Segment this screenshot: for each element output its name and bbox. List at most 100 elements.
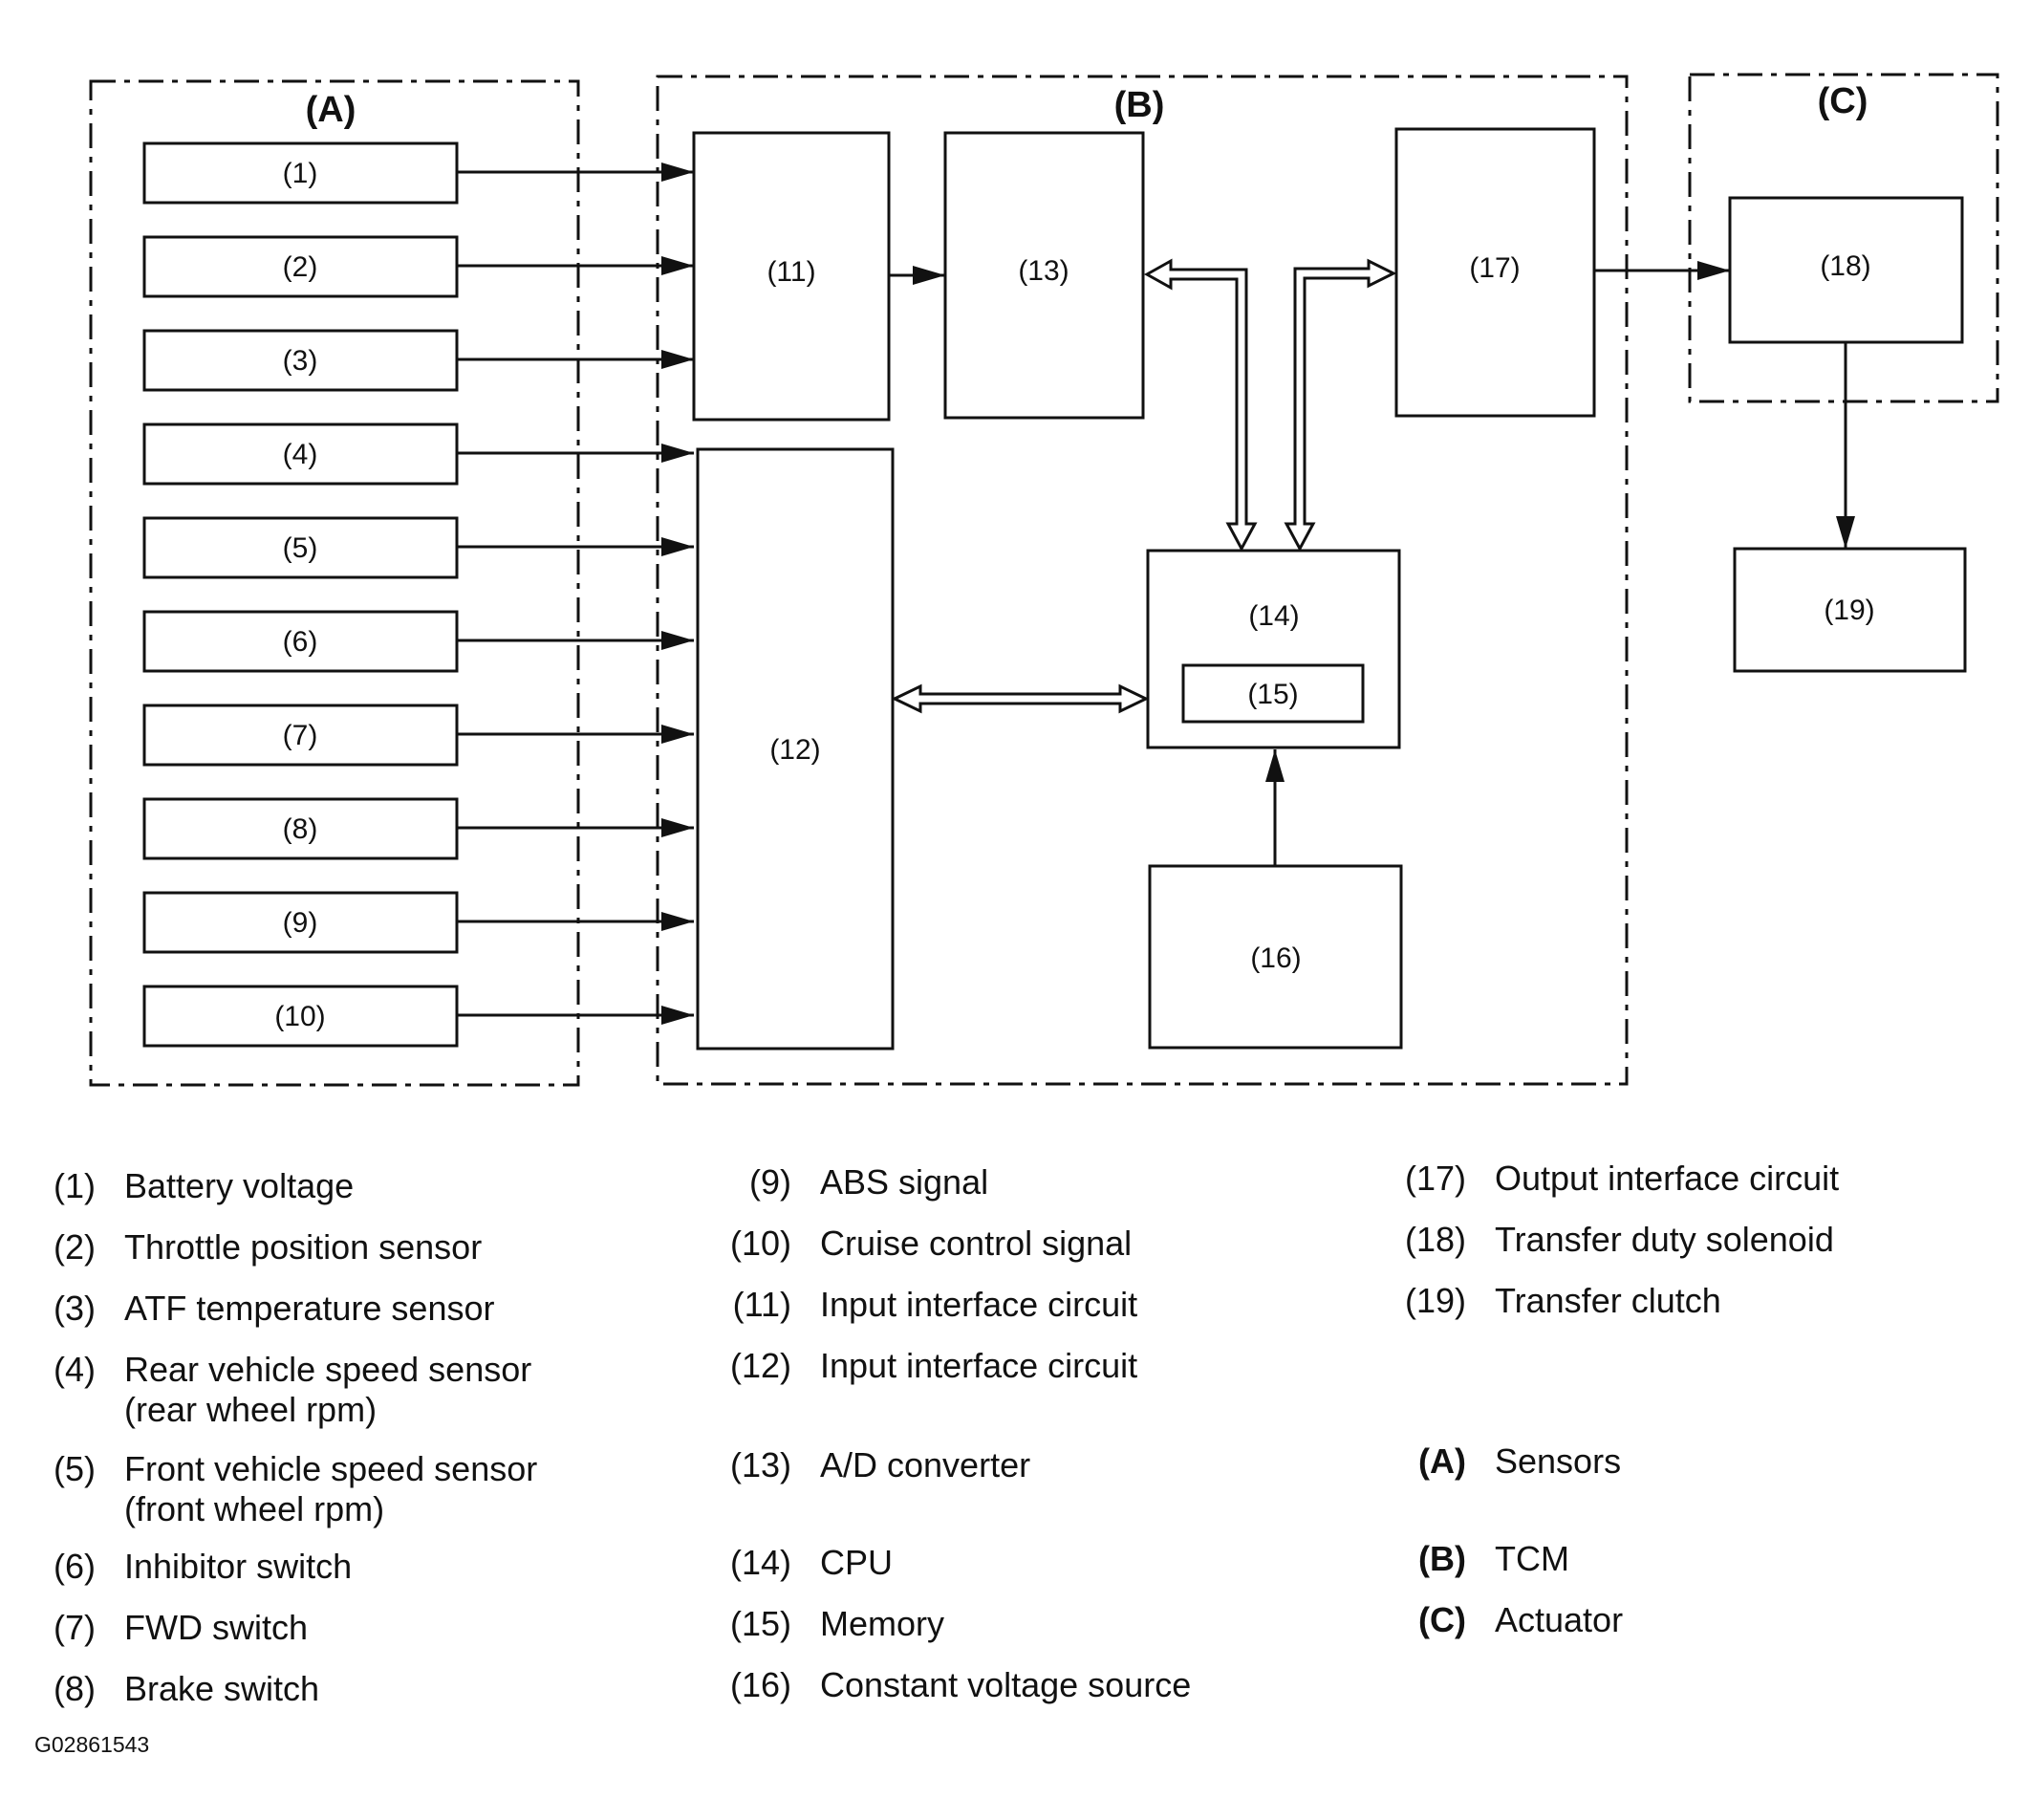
box-17-label: (17) bbox=[1469, 252, 1520, 284]
legend-item: (5) Front vehicle speed sensor (front wh… bbox=[21, 1449, 537, 1529]
legend-number: (8) bbox=[54, 1669, 96, 1708]
legend-text: ABS signal bbox=[820, 1162, 989, 1202]
legend-item: (C) Actuator bbox=[1392, 1600, 1623, 1640]
box-13-label: (13) bbox=[1018, 255, 1069, 287]
box-10-label: (10) bbox=[274, 1001, 325, 1032]
legend-text-line2: (front wheel rpm) bbox=[124, 1488, 385, 1528]
box-9-label: (9) bbox=[283, 907, 318, 939]
box-18-label: (18) bbox=[1820, 250, 1870, 282]
legend-text: TCM bbox=[1495, 1539, 1569, 1578]
legend-number: (13) bbox=[729, 1445, 791, 1484]
bus-12-14 bbox=[891, 683, 1150, 714]
legend-text: Memory bbox=[820, 1604, 945, 1643]
legend-number: (14) bbox=[729, 1543, 791, 1582]
legend-group-letter: (B) bbox=[1418, 1539, 1466, 1578]
legend-item: (7) FWD switch bbox=[21, 1608, 308, 1648]
legend-item: (10) Cruise control signal bbox=[717, 1224, 1132, 1264]
box-19 bbox=[1733, 547, 1967, 673]
legend-item: (19) Transfer clutch bbox=[1392, 1281, 1721, 1321]
legend-item: (17) Output interface circuit bbox=[1392, 1159, 1839, 1199]
legend-item: (6) Inhibitor switch bbox=[21, 1547, 352, 1587]
legend-number: (3) bbox=[54, 1289, 96, 1328]
legend-group-letter: (C) bbox=[1418, 1600, 1466, 1639]
group-actuator-frame bbox=[1688, 73, 1999, 403]
legend-text: Brake switch bbox=[124, 1669, 320, 1708]
group-tcm-frame bbox=[656, 75, 1629, 1086]
legend-number: (17) bbox=[1404, 1159, 1466, 1198]
legend-text-line2: (rear wheel rpm) bbox=[124, 1389, 378, 1429]
box-14 bbox=[1146, 549, 1401, 749]
legend-text: Battery voltage bbox=[124, 1166, 355, 1205]
box-12-label: (12) bbox=[769, 734, 820, 766]
box-17 bbox=[1394, 127, 1596, 418]
group-label-b: (B) bbox=[1114, 85, 1165, 125]
legend-item: (12) Input interface circuit bbox=[717, 1346, 1137, 1386]
legend-text: Sensors bbox=[1495, 1441, 1622, 1481]
legend-number: (15) bbox=[729, 1604, 791, 1643]
box-2-label: (2) bbox=[283, 251, 318, 283]
legend-number: (16) bbox=[729, 1665, 791, 1704]
box-15-label: (15) bbox=[1247, 679, 1298, 710]
legend-item: (11) Input interface circuit bbox=[717, 1285, 1138, 1325]
legend-text: CPU bbox=[820, 1543, 894, 1582]
legend-number: (9) bbox=[749, 1162, 791, 1202]
legend-text: Rear vehicle speed sensor bbox=[124, 1350, 532, 1389]
legend-item: (18) Transfer duty solenoid bbox=[1392, 1220, 1834, 1260]
legend-text: Cruise control signal bbox=[820, 1224, 1133, 1263]
legend-number: (2) bbox=[54, 1227, 96, 1267]
box-5-label: (5) bbox=[283, 532, 318, 564]
box-7-label: (7) bbox=[283, 720, 318, 751]
legend-number: (1) bbox=[54, 1166, 96, 1205]
group-label-a: (A) bbox=[306, 90, 356, 130]
group-label-c: (C) bbox=[1818, 81, 1868, 121]
legend-text: Input interface circuit bbox=[820, 1285, 1138, 1324]
legend-item: (13) A/D converter bbox=[717, 1445, 1030, 1485]
legend-item: (1) Battery voltage bbox=[21, 1166, 354, 1206]
legend-text: Output interface circuit bbox=[1495, 1159, 1840, 1198]
legend-item: (15) Memory bbox=[717, 1604, 944, 1644]
legend-text: Input interface circuit bbox=[820, 1346, 1138, 1385]
legend-text: Throttle position sensor bbox=[124, 1227, 483, 1267]
legend-text: Transfer clutch bbox=[1495, 1281, 1721, 1320]
legend-group-letter: (A) bbox=[1418, 1441, 1466, 1481]
legend-number: (12) bbox=[729, 1346, 791, 1385]
box-1-label: (1) bbox=[283, 158, 318, 189]
box-8-label: (8) bbox=[283, 813, 318, 845]
bus-13-14 bbox=[1143, 258, 1258, 552]
box-12 bbox=[696, 447, 895, 1051]
legend-item: (3) ATF temperature sensor bbox=[21, 1289, 494, 1329]
legend-text: Actuator bbox=[1495, 1600, 1624, 1639]
legend-number: (4) bbox=[54, 1350, 96, 1389]
legend-item: (9) ABS signal bbox=[717, 1162, 988, 1202]
legend-text: Front vehicle speed sensor bbox=[124, 1449, 538, 1488]
legend-item: (4) Rear vehicle speed sensor (rear whee… bbox=[21, 1350, 531, 1430]
legend-number: (19) bbox=[1404, 1281, 1466, 1320]
legend-number: (7) bbox=[54, 1608, 96, 1647]
box-15 bbox=[1181, 663, 1365, 724]
group-sensors-frame bbox=[89, 79, 580, 1087]
legend-text: Transfer duty solenoid bbox=[1495, 1220, 1834, 1259]
legend-text: ATF temperature sensor bbox=[124, 1289, 495, 1328]
figure-code: G02861543 bbox=[34, 1732, 150, 1757]
legend-number: (10) bbox=[729, 1224, 791, 1263]
legend-text: Constant voltage source bbox=[820, 1665, 1192, 1704]
legend-number: (5) bbox=[54, 1449, 96, 1488]
bus-17-14 bbox=[1284, 258, 1397, 552]
box-19-label: (19) bbox=[1824, 595, 1874, 626]
legend-number: (18) bbox=[1404, 1220, 1466, 1259]
box-14-label: (14) bbox=[1248, 600, 1299, 632]
box-16-label: (16) bbox=[1250, 942, 1301, 974]
legend-number: (11) bbox=[732, 1285, 791, 1324]
box-6-label: (6) bbox=[283, 626, 318, 658]
box-3-label: (3) bbox=[283, 345, 318, 377]
legend-item: (2) Throttle position sensor bbox=[21, 1227, 482, 1268]
legend-item: (B) TCM bbox=[1392, 1539, 1569, 1579]
legend-item: (A) Sensors bbox=[1392, 1441, 1621, 1482]
legend-number: (6) bbox=[54, 1547, 96, 1586]
box-4-label: (4) bbox=[283, 439, 318, 470]
legend-item: (14) CPU bbox=[717, 1543, 893, 1583]
legend-item: (8) Brake switch bbox=[21, 1669, 319, 1709]
legend-text: Inhibitor switch bbox=[124, 1547, 353, 1586]
legend-item: (16) Constant voltage source bbox=[717, 1665, 1191, 1705]
